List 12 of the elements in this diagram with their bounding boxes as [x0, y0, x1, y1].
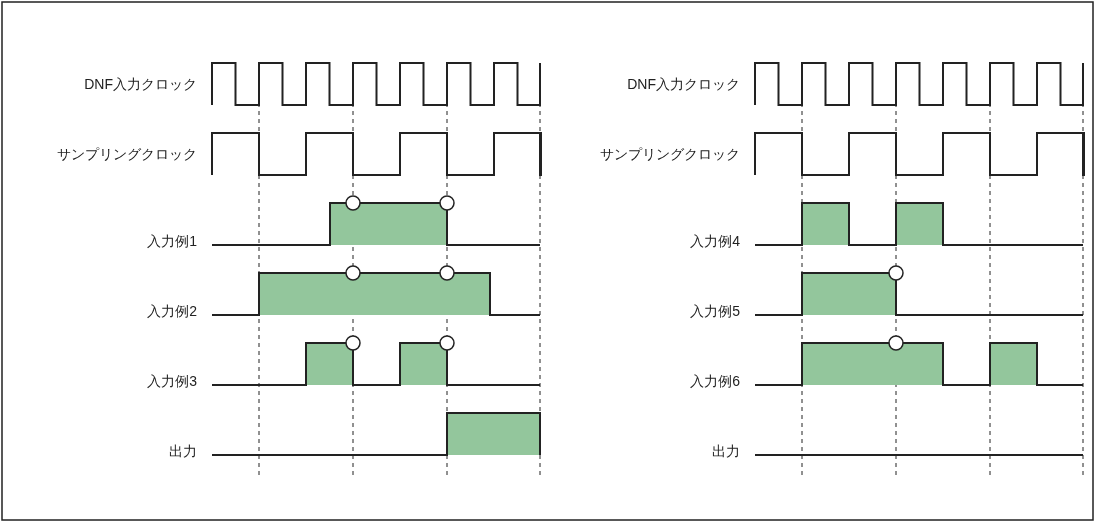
signal-label: サンプリングクロック: [57, 146, 197, 162]
signal-label: 出力: [712, 443, 740, 459]
signal-label: 入力例2: [147, 303, 197, 319]
signal-label: 入力例5: [690, 303, 740, 319]
signal-label: 入力例6: [690, 373, 740, 389]
signal-label: 入力例4: [690, 233, 740, 249]
signal-label: DNF入力クロック: [627, 76, 740, 92]
signal-label: サンプリングクロック: [600, 146, 740, 162]
signal-label: 入力例3: [147, 373, 197, 389]
signal-label: DNF入力クロック: [84, 76, 197, 92]
signal-label: 入力例1: [147, 233, 197, 249]
signal-label: 出力: [169, 443, 197, 459]
